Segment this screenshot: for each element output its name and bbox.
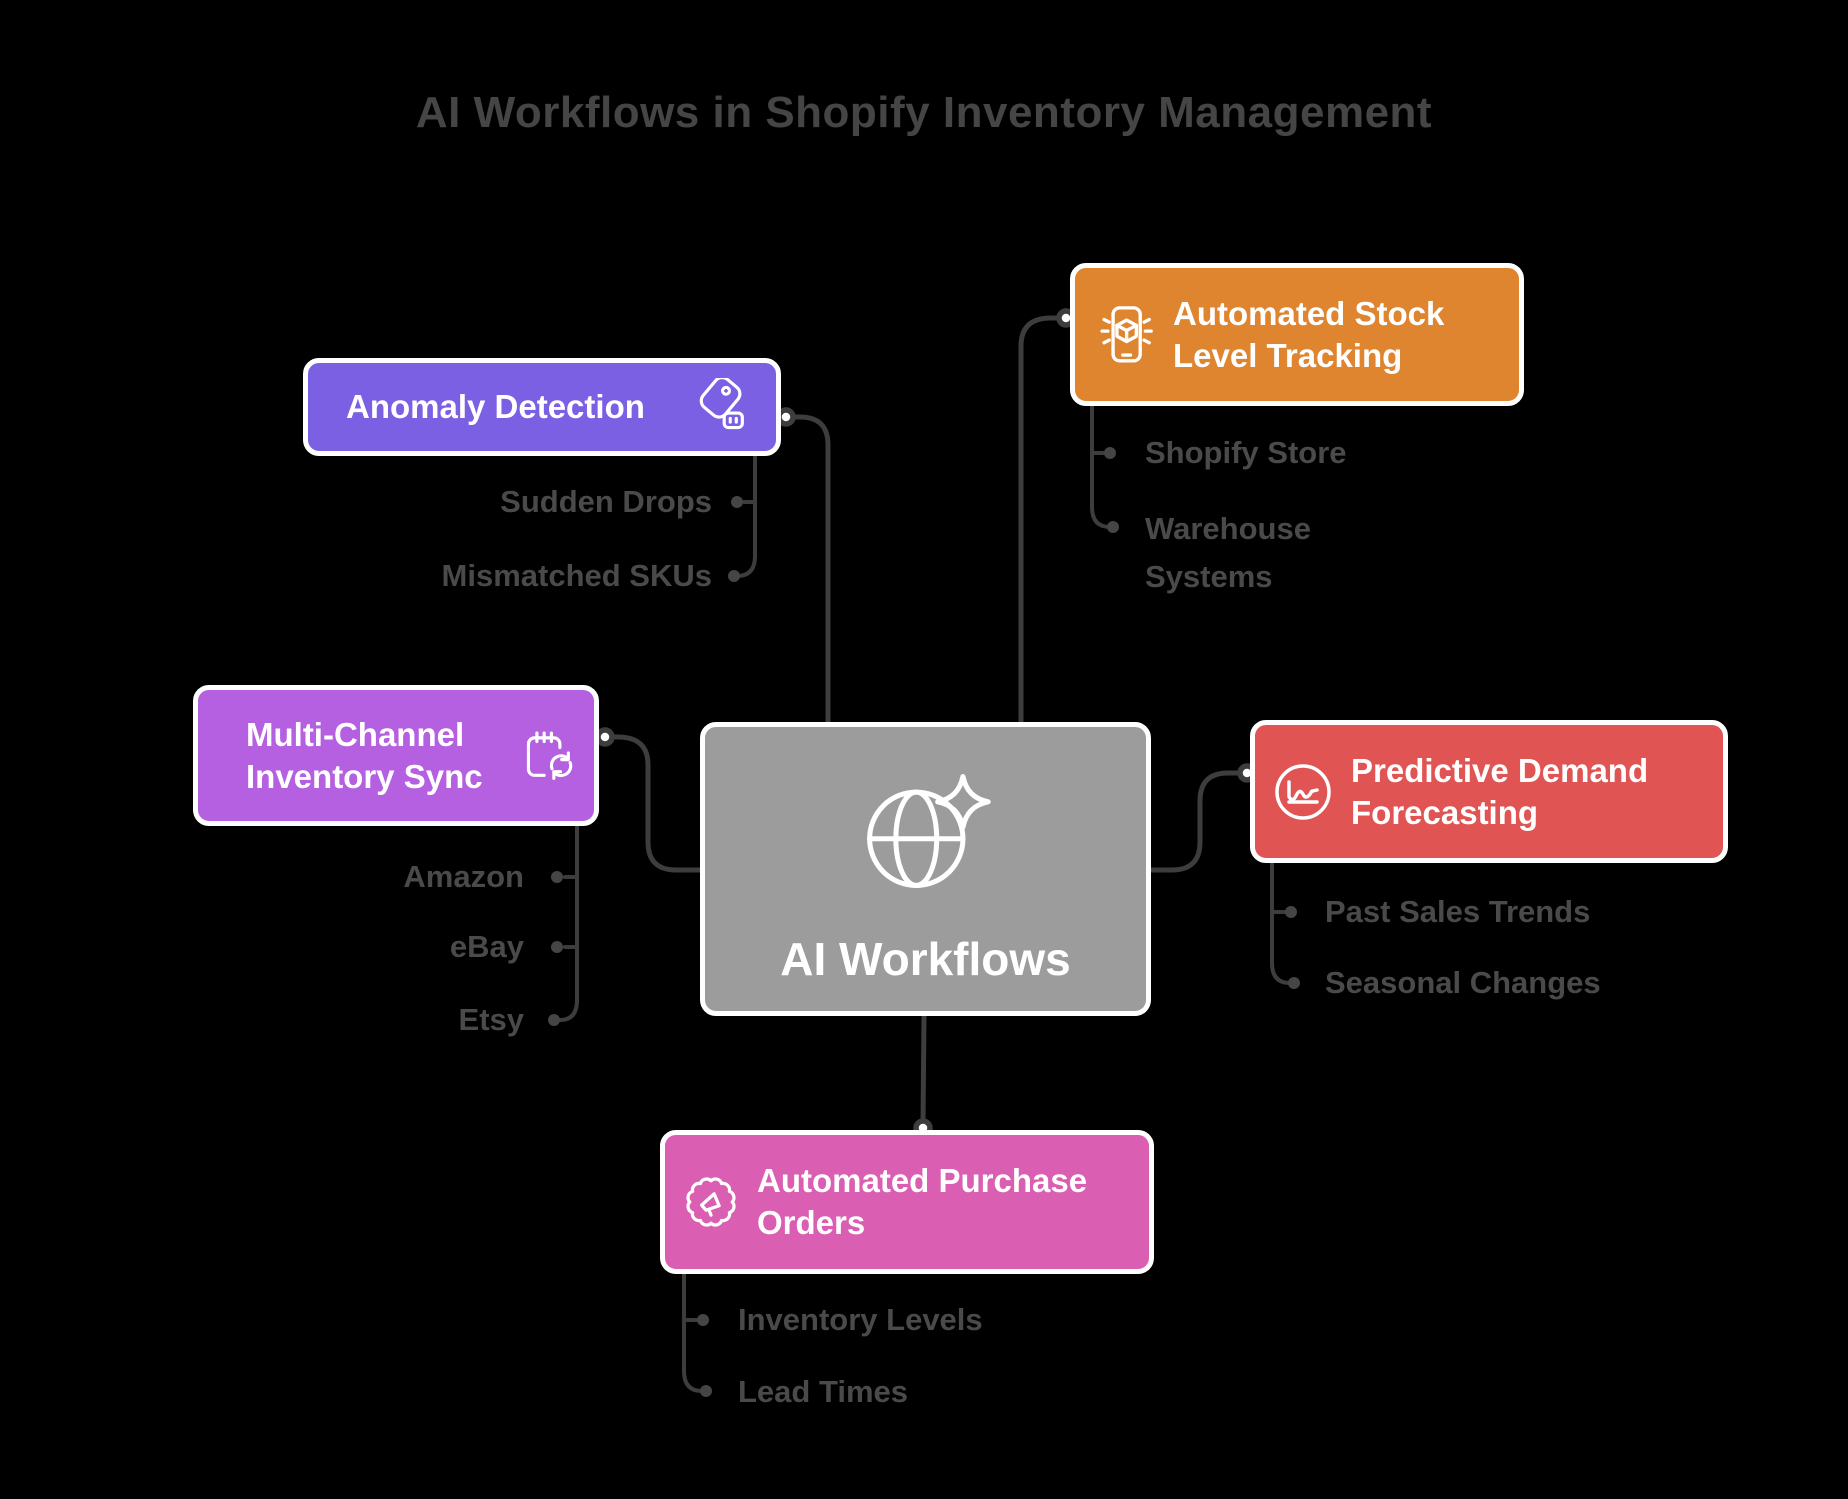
leaf-inventory-levels: Inventory Levels — [738, 1302, 983, 1337]
leaf-mismatched-skus: Mismatched SKUs — [441, 558, 712, 593]
leaf-dot — [697, 1314, 709, 1326]
leaf-ebay: eBay — [449, 929, 524, 964]
node-label: Automated Purchase Orders — [757, 1162, 1088, 1241]
connector-predictive-children — [1270, 862, 1292, 985]
leaf-dot — [728, 570, 740, 582]
connector-anomaly-children — [735, 455, 757, 578]
leaf-seasonal-changes: Seasonal Changes — [1325, 965, 1601, 1000]
leaf-warehouse-systems: Warehouse Systems — [1145, 511, 1311, 594]
anchor-dot — [595, 727, 615, 747]
connector-multichannel-children — [558, 825, 579, 1022]
leaf-shopify-store: Shopify Store — [1145, 435, 1347, 470]
globe-sparkle-icon — [866, 774, 991, 888]
node-label: Multi-Channel Inventory Sync — [246, 715, 483, 795]
leaf-dot — [548, 1014, 560, 1026]
node-automated-purchase-orders: Automated Purchase Orders — [660, 1130, 1154, 1274]
anchor-dot — [776, 407, 796, 427]
connector-stock-children — [1090, 405, 1112, 529]
leaf-dot — [551, 871, 563, 883]
diagram-title: AI Workflows in Shopify Inventory Manage… — [415, 88, 1433, 137]
notepad-sync-icon — [526, 730, 573, 780]
leaf-dot — [1107, 521, 1119, 533]
node-anomaly-detection: Anomaly Detection — [303, 358, 781, 456]
phone-package-icon — [1100, 305, 1153, 363]
leaf-dot — [1288, 977, 1300, 989]
gear-megaphone-icon — [686, 1177, 736, 1227]
node-label: Predictive Demand Forecasting — [1351, 751, 1649, 831]
node-label: Automated Stock Level Tracking — [1173, 294, 1445, 374]
leaf-dot — [551, 941, 563, 953]
leaf-dot — [700, 1385, 712, 1397]
leaf-sudden-drops: Sudden Drops — [500, 484, 712, 519]
node-ai-workflows-center: AI Workflows — [700, 722, 1151, 1016]
leaf-dot — [1285, 906, 1297, 918]
leaf-etsy: Etsy — [458, 1002, 524, 1037]
node-automated-stock-level-tracking: Automated Stock Level Tracking — [1070, 263, 1524, 406]
connector-purchase-children — [682, 1273, 704, 1393]
leaf-past-sales-trends: Past Sales Trends — [1325, 894, 1591, 929]
leaf-dot — [1104, 447, 1116, 459]
line-chart-circle-icon — [1275, 763, 1331, 820]
connector-multichannel-to-center — [603, 734, 705, 873]
leaf-lead-times: Lead Times — [738, 1374, 909, 1409]
node-multi-channel-inventory-sync: Multi-Channel Inventory Sync — [193, 685, 599, 826]
node-label: Anomaly Detection — [346, 388, 645, 426]
connector-center-to-purchase — [920, 1014, 927, 1127]
price-tag-robot-icon — [699, 378, 744, 430]
connector-stock-to-center — [1018, 315, 1069, 727]
leaf-dot — [731, 496, 743, 508]
node-predictive-demand-forecasting: Predictive Demand Forecasting — [1250, 720, 1728, 863]
connector-anomaly-to-center — [783, 414, 831, 727]
connector-center-to-predictive — [1145, 770, 1247, 873]
leaf-amazon: Amazon — [403, 859, 524, 894]
node-label: AI Workflows — [780, 933, 1071, 985]
